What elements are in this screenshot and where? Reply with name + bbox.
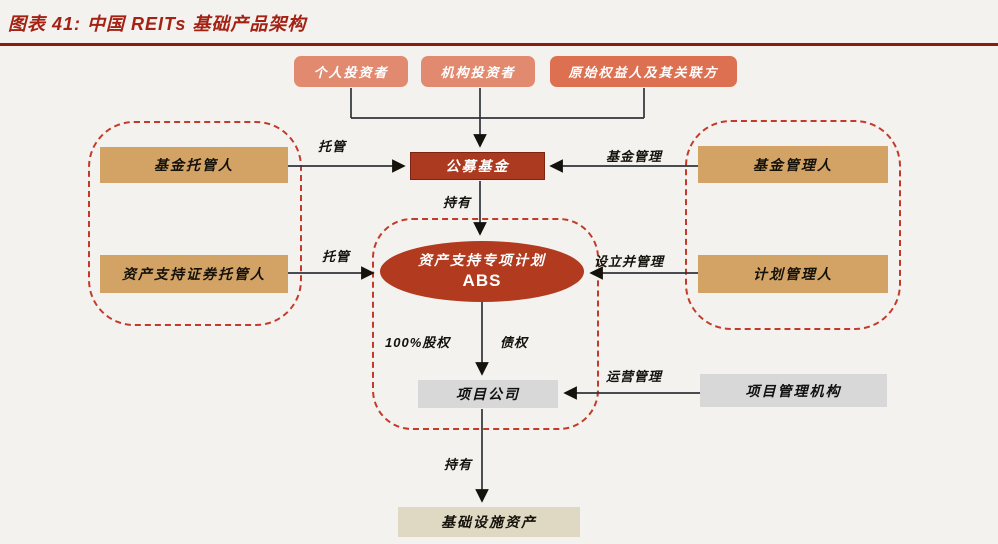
edge-label-hold-asset: 持有	[444, 457, 473, 472]
abs-group-border	[372, 218, 599, 430]
node-abs-special-plan: 资产支持专项计划 ABS	[380, 241, 584, 302]
edge-label-100pct-equity: 100%股权	[385, 335, 451, 350]
node-institutional-investor: 机构投资者	[421, 56, 535, 87]
node-project-management-org: 项目管理机构	[700, 374, 887, 407]
node-fund-custodian: 基金托管人	[100, 147, 288, 183]
figure-title: 图表 41: 中国 REITs 基础产品架构	[8, 14, 307, 34]
node-individual-investor: 个人投资者	[294, 56, 408, 87]
abs-plan-name: 资产支持专项计划	[418, 252, 546, 269]
node-public-fund: 公募基金	[410, 152, 545, 180]
node-abs-custodian: 资产支持证券托管人	[100, 255, 288, 293]
node-original-equity-holder: 原始权益人及其关联方	[550, 56, 737, 87]
edge-label-establish-manage: 设立并管理	[594, 254, 665, 269]
abs-plan-abbr: ABS	[462, 270, 502, 290]
node-fund-manager: 基金管理人	[698, 146, 888, 183]
edge-label-hold-fund-abs: 持有	[443, 195, 472, 210]
node-plan-manager: 计划管理人	[698, 255, 888, 293]
custodian-group-border	[88, 121, 302, 326]
node-infrastructure-assets: 基础设施资产	[398, 507, 580, 537]
edge-label-debt-claim: 债权	[500, 335, 529, 350]
edge-label-custody-fund: 托管	[318, 139, 347, 154]
node-project-company: 项目公司	[418, 380, 558, 408]
edge-label-operation-management: 运营管理	[606, 369, 663, 384]
edge-label-custody-abs: 托管	[322, 249, 351, 264]
manager-group-border	[685, 120, 901, 330]
edge-label-fund-management: 基金管理	[606, 149, 663, 164]
title-underline	[0, 43, 998, 46]
